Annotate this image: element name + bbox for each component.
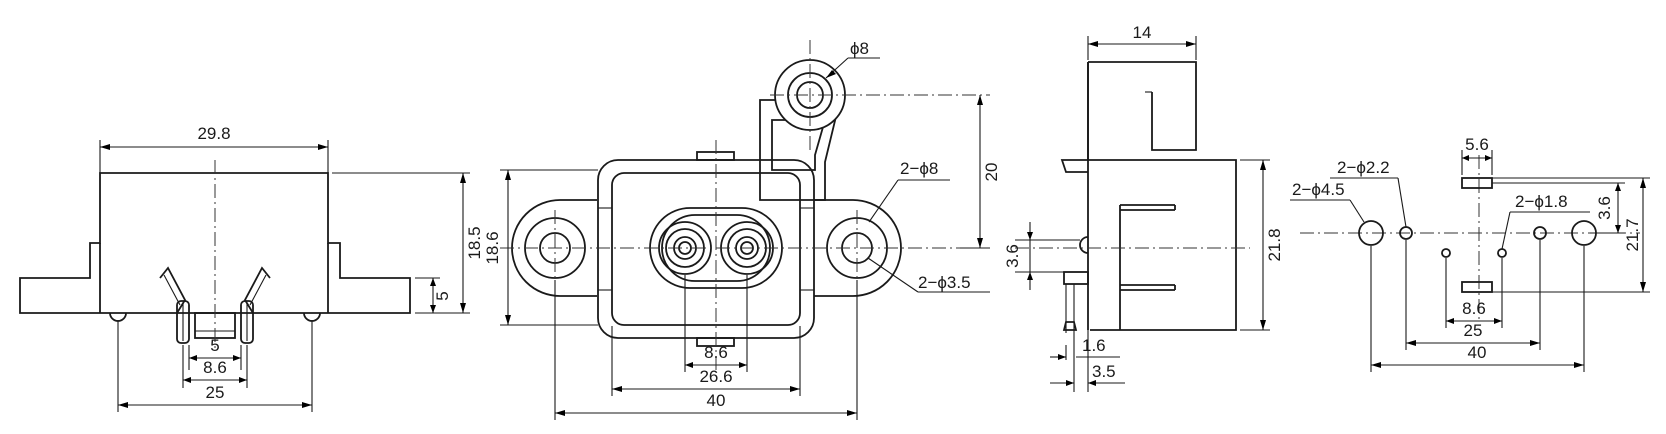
label-hole-a: 2−ϕ2.2: [1337, 158, 1390, 177]
dim-edge: 3.5: [1092, 362, 1116, 381]
front-view: 29.8 18.5 5 5 8.6 25: [19, 124, 484, 412]
dim-slot-width: 5.6: [1465, 135, 1489, 154]
dim-overall-width: 29.8: [197, 124, 230, 143]
dim-overall-top: 40: [707, 391, 726, 410]
label-tab-hole: ϕ8: [850, 39, 869, 58]
dim-stub: 3.6: [1003, 244, 1022, 268]
dim-tab-offset: 20: [982, 163, 1001, 182]
dim-layout-mid-pitch: 25: [1464, 321, 1483, 340]
dim-layout-overall: 40: [1468, 343, 1487, 362]
dim-mount-pitch: 25: [206, 383, 225, 402]
label-small-hole: 2−ϕ3.5: [918, 273, 971, 292]
dim-side-height: 21.8: [1265, 228, 1284, 261]
pcb-layout: 5.6 2−ϕ2.2 2−ϕ4.5 2−ϕ1.8 3.6 21.7 8.6: [1290, 135, 1650, 372]
dim-pin-pitch: 8.6: [203, 358, 227, 377]
dim-depth: 14: [1133, 23, 1152, 42]
dim-flange: 5: [433, 291, 452, 300]
dim-body-width: 26.6: [699, 367, 732, 386]
dim-slot-offset: 3.6: [1595, 196, 1614, 220]
label-ear-hole: 2−ϕ8: [900, 159, 938, 178]
label-hole-b: 2−ϕ4.5: [1292, 180, 1345, 199]
dim-pin-offset: 1.6: [1082, 336, 1106, 355]
label-hole-c: 2−ϕ1.8: [1515, 192, 1568, 211]
dim-layout-pin-pitch: 8.6: [1462, 299, 1486, 318]
dim-layout-height: 21.7: [1623, 218, 1642, 251]
dim-body-height: 18.6: [483, 231, 502, 264]
side-view: 14 21.8 3.6 1.6 3.5: [1003, 23, 1284, 392]
dim-pin-pitch-top: 8.6: [704, 343, 728, 362]
dim-height: 18.5: [465, 226, 484, 259]
dim-pin-gap: 5: [210, 336, 219, 355]
top-view: 18.6 20 ϕ8 2−ϕ8 2−ϕ3.5 8.6 26.6: [483, 39, 1001, 420]
